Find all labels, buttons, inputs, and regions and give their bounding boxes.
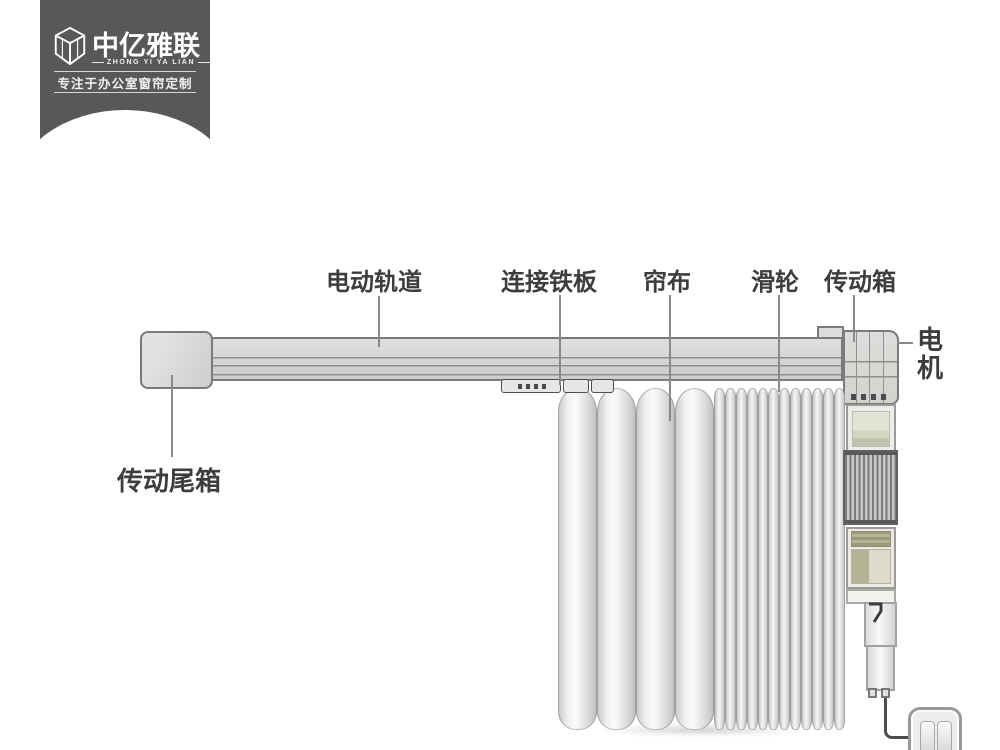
curtain: [558, 388, 845, 730]
power-wire: [884, 698, 914, 739]
label-motor: 电机: [917, 325, 944, 383]
curtain-fold: [757, 388, 769, 730]
label-connecting-plate: 连接铁板: [501, 269, 597, 296]
leader-line-connecting-plate: [559, 295, 561, 385]
connector-pin: [881, 688, 890, 698]
curtain-fold: [558, 388, 597, 730]
curtain-fold: [768, 388, 780, 730]
brand-tagline: 专注于办公室窗帘定制: [57, 77, 193, 91]
connecting-plate: [501, 379, 614, 393]
brand-name: 中亿雅联: [92, 30, 200, 61]
curtain-fold: [735, 388, 747, 730]
curtain-fold: [636, 388, 675, 730]
label-gearbox: 传动箱: [824, 269, 896, 296]
motor-connector-lower: [866, 645, 895, 691]
brand-badge: 中亿雅联 ZHONG YI YA LIAN 专注于办公室窗帘定制: [40, 0, 210, 140]
tail-gearbox: [140, 331, 213, 389]
curtain-fold: [724, 388, 736, 730]
brand-name-en-row: ZHONG YI YA LIAN: [92, 59, 210, 66]
curtain-fold: [675, 388, 714, 730]
label-curtain-fabric: 帘布: [643, 269, 691, 296]
motor-label-sticker: [851, 531, 891, 547]
leader-line-pulley: [778, 295, 780, 392]
motor-track: [205, 337, 843, 381]
motor-label-sticker: [852, 411, 890, 447]
gearbox-vents: [851, 394, 891, 400]
release-hook-icon: [866, 601, 886, 630]
rocker-button: [937, 721, 952, 750]
connector-pin: [868, 688, 877, 698]
curtain-fold: [801, 388, 813, 730]
decorative-dash: [198, 62, 210, 63]
leader-line-motor: [897, 342, 913, 344]
curtain-fold: [822, 388, 834, 730]
label-tail-gearbox: 传动尾箱: [117, 466, 222, 496]
motor-label-sticker: [851, 549, 891, 584]
motor-ribbed-housing: [843, 450, 898, 525]
label-motor-track: 电动轨道: [326, 269, 422, 296]
rocker-button: [920, 721, 935, 750]
leader-line-tail-gearbox: [171, 375, 173, 457]
brand-name-en: ZHONG YI YA LIAN: [106, 59, 196, 66]
curtain-fold: [597, 388, 636, 730]
plate-segment: [501, 379, 561, 393]
leader-line-curtain-fabric: [669, 295, 671, 421]
switch-rockers: [920, 721, 952, 750]
curtain-fold: [833, 388, 845, 730]
curtain-fold: [714, 388, 725, 730]
curtain-fold: [779, 388, 791, 730]
badge-bottom-curve: [40, 110, 210, 140]
brand-logo-row: 中亿雅联: [51, 25, 200, 67]
cube-logo-icon: [51, 25, 89, 67]
gearbox: [843, 330, 899, 405]
plate-segment: [563, 379, 589, 393]
leader-line-gearbox: [853, 295, 855, 342]
decorative-dash: [92, 62, 104, 63]
curtain-fold: [746, 388, 758, 730]
curtain-fold: [790, 388, 802, 730]
leader-line-motor-track: [378, 296, 380, 347]
badge-divider: [54, 71, 196, 72]
wall-switch: [908, 707, 962, 750]
curtain-fold: [812, 388, 823, 730]
plate-segment: [591, 379, 614, 393]
label-pulley: 滑轮: [751, 269, 799, 296]
badge-divider: [54, 92, 196, 93]
